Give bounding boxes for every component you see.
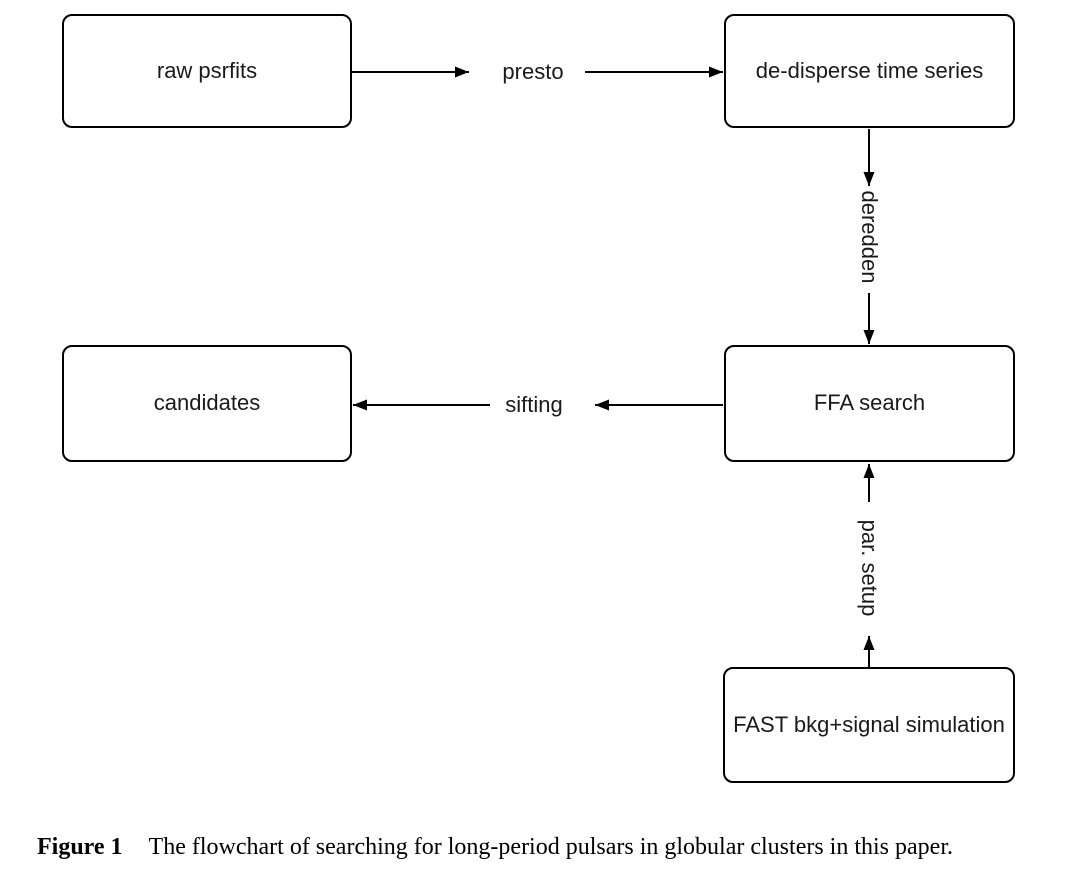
node-dedisperse-label: de-disperse time series [755, 57, 984, 83]
node-raw-psrfits-label: raw psrfits [156, 57, 258, 83]
edge-label-par-setup: par. setup [856, 519, 882, 617]
figure-caption-number: Figure 1 [37, 834, 123, 860]
figure-caption: Figure 1 The flowchart of searching for l… [37, 834, 1057, 861]
edge-label-deredden: deredden [856, 190, 882, 284]
node-dedisperse-time-series: de-disperse time series [724, 14, 1015, 128]
edge-label-presto: presto [502, 59, 564, 85]
node-candidates-label: candidates [153, 390, 261, 416]
node-raw-psrfits: raw psrfits [62, 14, 352, 128]
node-ffa-search-label: FFA search [813, 390, 926, 416]
figure-caption-text: The flowchart of searching for long-peri… [148, 834, 953, 860]
node-fast-simulation-label: FAST bkg+signal simulation [733, 711, 1005, 737]
node-ffa-search: FFA search [724, 345, 1015, 462]
node-candidates: candidates [62, 345, 352, 462]
node-fast-simulation: FAST bkg+signal simulation [723, 667, 1015, 783]
edge-label-sifting: sifting [505, 392, 563, 418]
